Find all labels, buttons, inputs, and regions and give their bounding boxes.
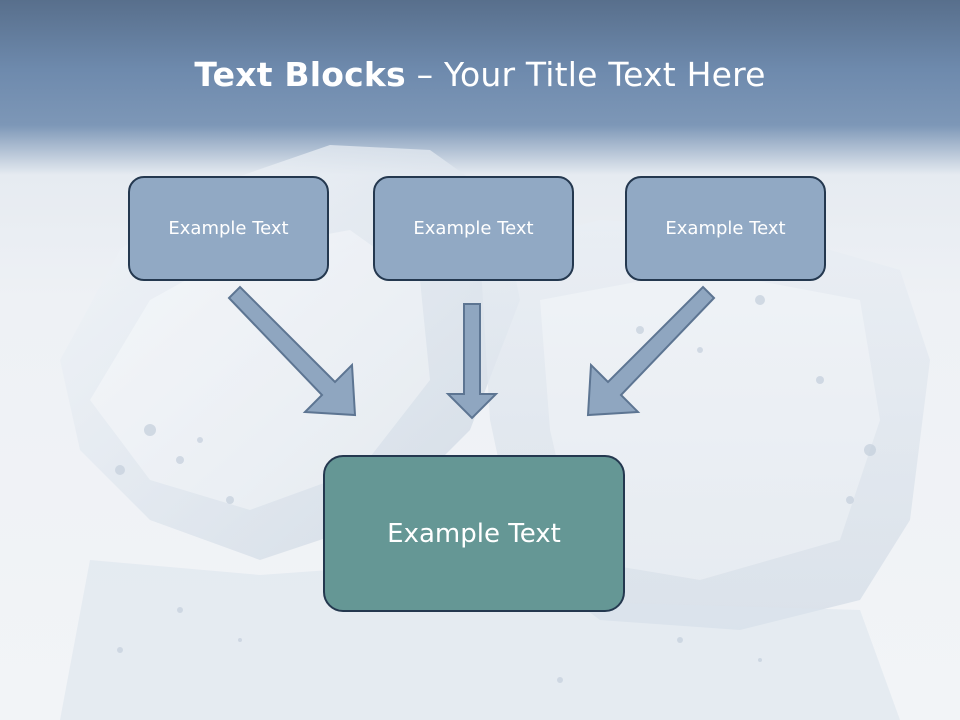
- text-block-3-label: Example Text: [665, 218, 786, 239]
- title-rest: Your Title Text Here: [443, 55, 766, 94]
- arrow-down-right-icon: [227, 285, 357, 417]
- main-text-block-label: Example Text: [387, 518, 561, 549]
- text-block-2[interactable]: Example Text: [373, 176, 574, 281]
- title-separator: –: [405, 55, 444, 94]
- slide-title: Text Blocks – Your Title Text Here: [0, 52, 960, 98]
- arrow-down-left-icon: [586, 285, 716, 417]
- main-text-block[interactable]: Example Text: [323, 455, 625, 612]
- text-block-3[interactable]: Example Text: [625, 176, 826, 281]
- arrow-down-icon: [445, 303, 499, 420]
- title-bold: Text Blocks: [194, 55, 406, 94]
- text-block-1[interactable]: Example Text: [128, 176, 329, 281]
- text-block-1-label: Example Text: [168, 218, 289, 239]
- text-block-2-label: Example Text: [413, 218, 534, 239]
